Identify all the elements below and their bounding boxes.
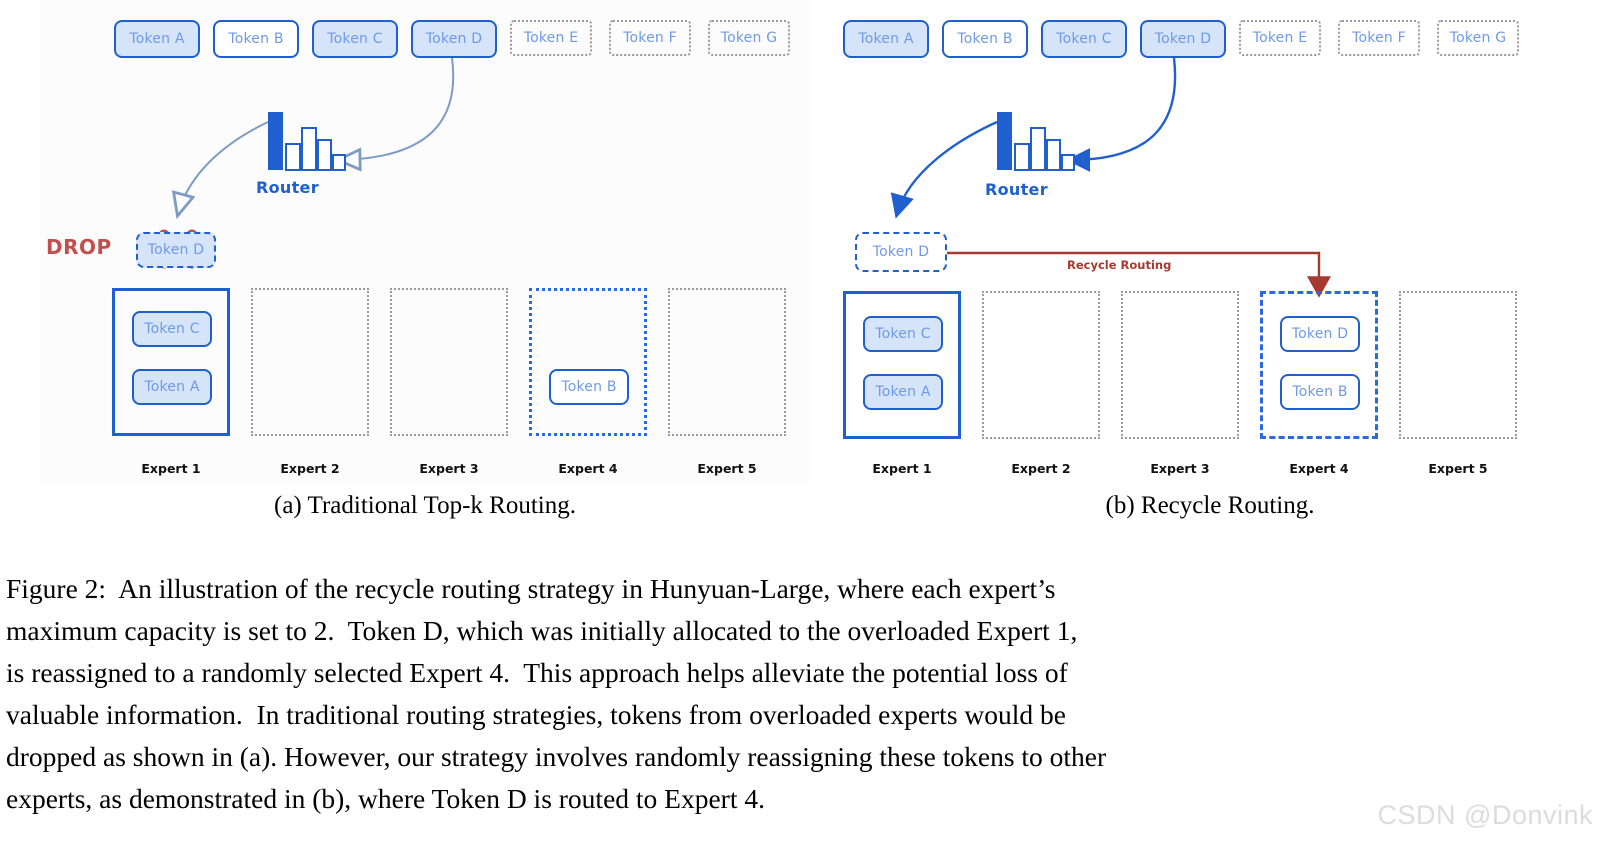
- expert-label-5: Expert 5: [697, 461, 757, 476]
- router-label: Router: [256, 178, 319, 197]
- expert-slot-3[interactable]: [390, 288, 508, 436]
- input-token-e: Token E: [510, 20, 592, 56]
- expert-slot-1[interactable]: Token C Token A: [843, 291, 961, 439]
- expert-slot-5[interactable]: [1399, 291, 1517, 439]
- expert4-token-d: Token D: [1280, 316, 1360, 352]
- input-token-d[interactable]: Token D: [1140, 20, 1226, 58]
- expert-label-1: Expert 1: [872, 461, 932, 476]
- overflow-token-d: Token D: [855, 232, 947, 272]
- expert4-token-b: Token B: [1280, 374, 1360, 410]
- figure-illustration: Token A Token B Token C Token D Token E …: [40, 0, 1595, 519]
- expert-slot-2[interactable]: [251, 288, 369, 436]
- panel-recycle-routing: Token A Token B Token C Token D Token E …: [825, 0, 1595, 483]
- drop-label: DROP: [46, 235, 112, 259]
- expert-label-2: Expert 2: [1011, 461, 1071, 476]
- panel-traditional-topk-routing: Token A Token B Token C Token D Token E …: [40, 0, 810, 483]
- expert-label-3: Expert 3: [1150, 461, 1210, 476]
- expert-slot-4[interactable]: Token D Token B: [1260, 291, 1378, 439]
- input-token-a[interactable]: Token A: [843, 20, 929, 58]
- expert-label-5: Expert 5: [1428, 461, 1488, 476]
- figure-caption: Figure 2: An illustration of the recycle…: [6, 573, 1107, 814]
- expert4-token-b: Token B: [549, 369, 629, 405]
- expert1-token-a: Token A: [132, 369, 212, 405]
- input-token-c[interactable]: Token C: [312, 20, 398, 58]
- input-token-c[interactable]: Token C: [1041, 20, 1127, 58]
- expert1-token-c: Token C: [863, 316, 943, 352]
- input-token-b[interactable]: Token B: [213, 20, 299, 58]
- expert-slot-4[interactable]: Token B: [529, 288, 647, 436]
- subcaption-b: (b) Recycle Routing.: [1105, 492, 1315, 519]
- expert1-token-c: Token C: [132, 311, 212, 347]
- input-token-g: Token G: [708, 20, 790, 56]
- expert-label-2: Expert 2: [280, 461, 340, 476]
- recycle-routing-label: Recycle Routing: [1067, 258, 1172, 272]
- expert-label-3: Expert 3: [419, 461, 479, 476]
- expert-slot-3[interactable]: [1121, 291, 1239, 439]
- router-label: Router: [985, 180, 1048, 199]
- input-token-b[interactable]: Token B: [942, 20, 1028, 58]
- input-token-d[interactable]: Token D: [411, 20, 497, 58]
- dropped-token-d: Token D: [136, 232, 216, 268]
- input-token-e: Token E: [1239, 20, 1321, 56]
- subcaption-a: (a) Traditional Top-k Routing.: [274, 492, 576, 519]
- expert-slot-2[interactable]: [982, 291, 1100, 439]
- expert-slot-1[interactable]: Token C Token A: [112, 288, 230, 436]
- expert-label-1: Expert 1: [141, 461, 201, 476]
- csdn-watermark: CSDN @Donvink: [1377, 800, 1593, 830]
- input-token-a[interactable]: Token A: [114, 20, 200, 58]
- expert-label-4: Expert 4: [1289, 461, 1349, 476]
- input-token-f: Token F: [1338, 20, 1420, 56]
- expert-slot-5[interactable]: [668, 288, 786, 436]
- expert-label-4: Expert 4: [558, 461, 618, 476]
- expert1-token-a: Token A: [863, 374, 943, 410]
- input-token-f: Token F: [609, 20, 691, 56]
- input-token-g: Token G: [1437, 20, 1519, 56]
